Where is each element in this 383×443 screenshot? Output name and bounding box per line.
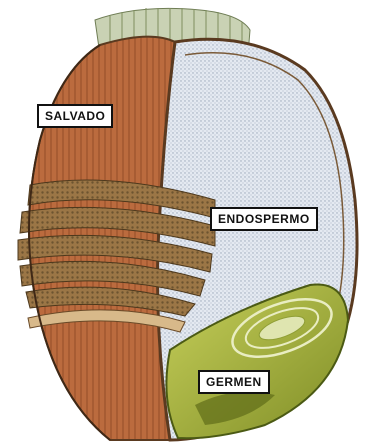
bran-label: SALVADO xyxy=(37,104,113,128)
germ-label: GERMEN xyxy=(198,370,270,394)
endosperm-label: ENDOSPERMO xyxy=(210,207,318,231)
